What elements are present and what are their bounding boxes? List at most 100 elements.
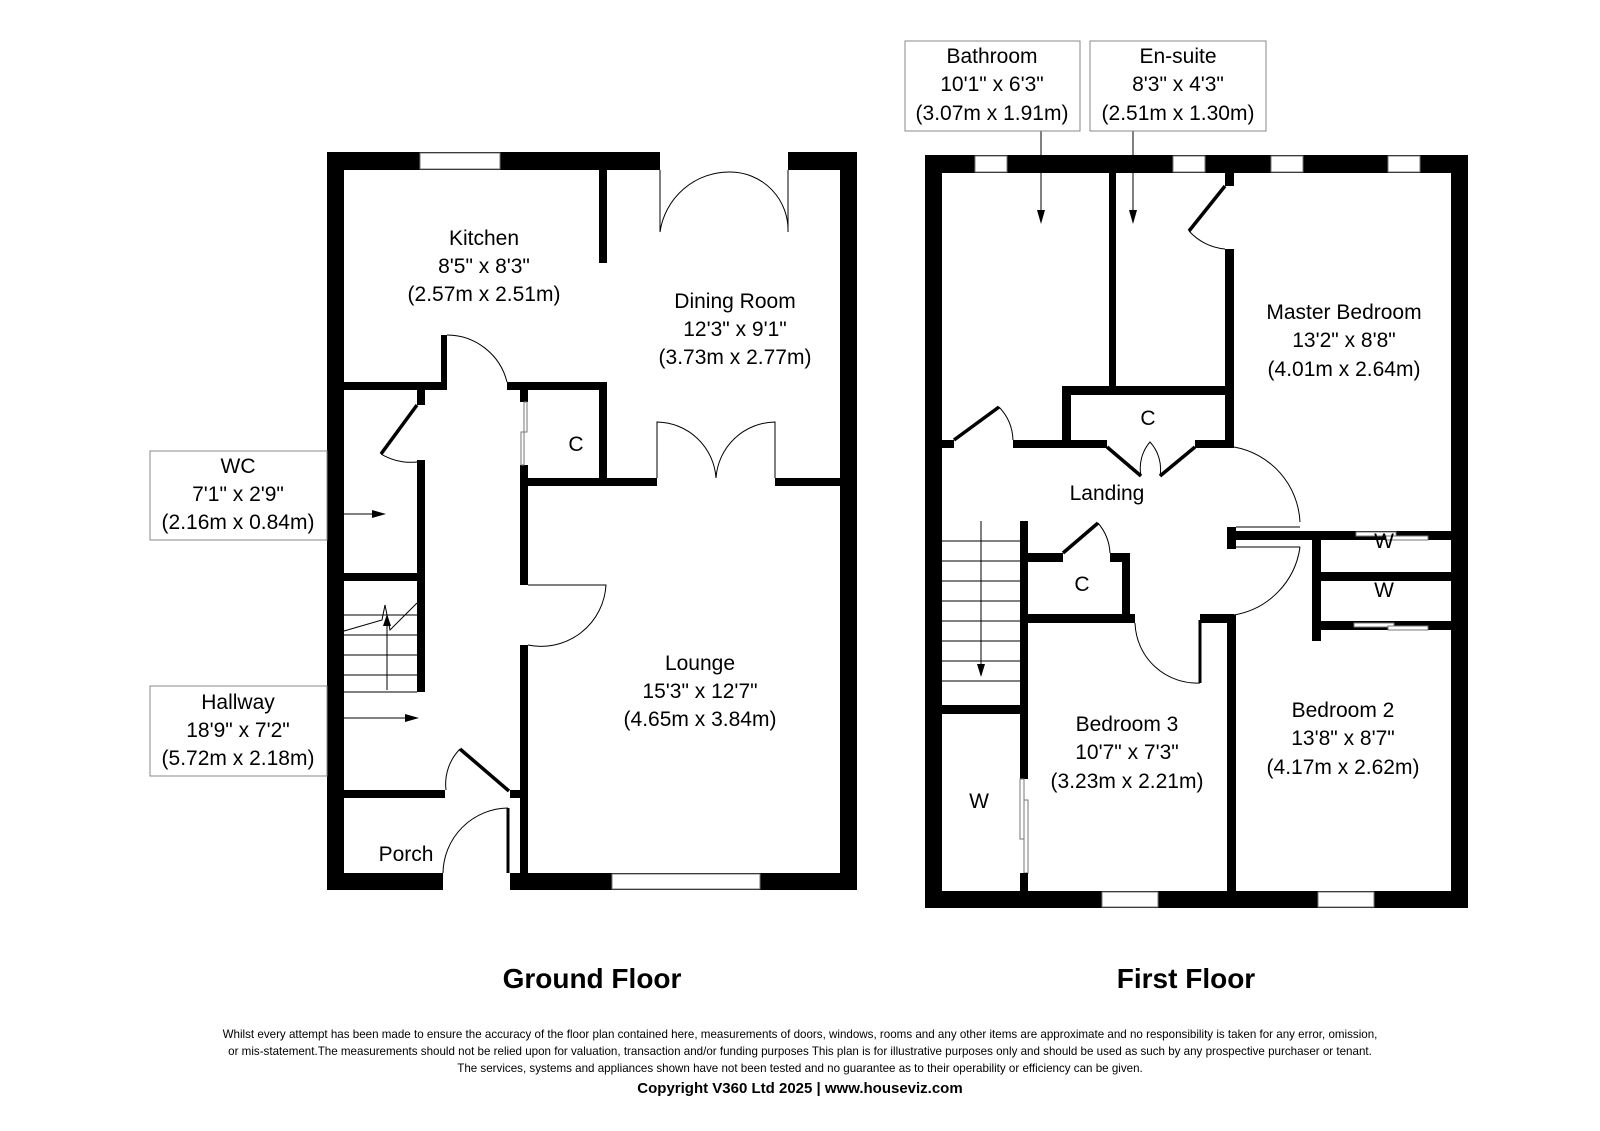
wall [441,335,447,390]
window [1172,155,1206,173]
wall [507,382,607,390]
sliding-door [520,431,525,466]
room-name-porch: Porch [379,843,434,866]
wall [520,645,528,873]
sliding-door [1019,778,1025,840]
room-size-metric: (4.17m x 2.62m) [1267,756,1420,779]
room-name-kitchen: Kitchen [449,227,519,250]
wc-label-box [149,450,328,541]
room-size-metric: (2.16m x 0.84m) [162,511,315,534]
wall [1236,531,1452,540]
room-name-bathroom: Bathroom [946,45,1037,68]
room-size-imperial: 13'2" x 8'8" [1292,329,1396,352]
sliding-door [1387,625,1429,631]
wall [327,152,344,890]
door-swing [1188,230,1226,250]
room-size-imperial: 12'3" x 9'1" [683,318,787,341]
cupboard-doors [1105,445,1197,478]
wall [344,573,425,581]
wall [520,486,528,585]
sliding-door [1355,531,1397,537]
room-name-hallway: Hallway [201,691,275,714]
room-name-wardrobe: W [969,790,989,813]
wall [788,152,857,170]
wall [1312,536,1321,641]
ground-floor-plan: Kitchen 8'5" x 8'3" (2.57m x 2.51m) Dini… [149,152,857,994]
wall [1225,249,1234,447]
wall [344,790,445,798]
wall [1028,614,1135,623]
room-size-metric: (4.01m x 2.64m) [1268,358,1421,381]
room-name-ensuite: En-suite [1139,45,1216,68]
wall [925,891,1468,908]
window [974,155,1008,173]
room-size-imperial: 7'1" x 2'9" [192,483,284,506]
ensuite-label-box [1089,40,1267,132]
room-size-metric: (4.65m x 3.84m) [624,708,777,731]
room-size-imperial: 15'3" x 12'7" [642,680,757,703]
wall [942,440,954,448]
window [1387,155,1421,173]
wall [1109,173,1116,388]
wall [775,478,840,486]
wall [1062,386,1071,448]
room-size-imperial: 18'9" x 7'2" [186,719,290,742]
master-bedroom-door [1233,446,1301,523]
wall [1227,527,1236,549]
room-size-metric: (5.72m x 2.18m) [162,747,315,770]
wall [1195,440,1234,448]
door-swing [380,453,418,463]
room-size-metric: (3.73m x 2.77m) [659,346,812,369]
door-swing [1139,441,1162,477]
wall [1321,572,1451,581]
sliding-door [1023,799,1029,874]
disclaimer-line: The services, systems and appliances sho… [457,1062,1143,1075]
door-swing [445,748,461,791]
bedroom2-door [1233,546,1301,616]
room-size-imperial: 8'3" x 4'3" [1132,73,1224,96]
window [1317,891,1375,908]
room-name-wardrobe: W [1374,579,1394,602]
bedroom3-door [1134,622,1201,684]
room-name-landing: Landing [1070,482,1145,505]
wall [1451,155,1468,908]
room-size-metric: (2.57m x 2.51m) [408,283,561,306]
disclaimer-line: or mis-statement.The measurements should… [228,1045,1372,1058]
wall [1110,553,1130,562]
room-size-imperial: 10'1" x 6'3" [940,73,1044,96]
wall [942,705,1028,714]
copyright: Copyright V360 Ltd 2025 | www.houseviz.c… [637,1080,963,1097]
window [611,873,761,890]
wall [1225,173,1234,186]
room-name-wardrobe: W [1374,530,1394,553]
wall [417,390,425,405]
hallway-label-box [149,685,328,777]
room-name-cupboard: C [1074,573,1089,596]
wall [520,390,528,402]
wall [1200,614,1234,623]
room-size-imperial: 10'7" x 7'3" [1075,741,1179,764]
bathroom-label-box [904,40,1081,132]
stairs [942,521,1020,682]
room-name-dining: Dining Room [674,290,795,313]
floor-title: First Floor [1117,963,1256,994]
disclaimer-line: Whilst every attempt has been made to en… [222,1028,1378,1041]
ensuite-door [1187,184,1227,233]
room-size-metric: (2.51m x 1.30m) [1102,102,1255,125]
room-size-imperial: 13'8" x 8'7" [1291,727,1395,750]
first-floor-plan: Bathroom 10'1" x 6'3" (3.07m x 1.91m) En… [904,40,1468,994]
sliding-door [1353,622,1395,628]
wall [1013,440,1107,448]
wall [599,170,607,263]
room-name-cupboard: C [568,433,583,456]
lounge-door [527,584,607,647]
cupboard-door [1061,521,1100,555]
kitchen-door [446,334,508,383]
front-door [442,807,509,874]
window [1270,155,1304,173]
room-name-wc: WC [221,455,256,478]
bathroom-door [952,405,1001,442]
room-size-metric: (3.23m x 2.21m) [1051,770,1204,793]
room-size-imperial: 8'5" x 8'3" [438,255,530,278]
